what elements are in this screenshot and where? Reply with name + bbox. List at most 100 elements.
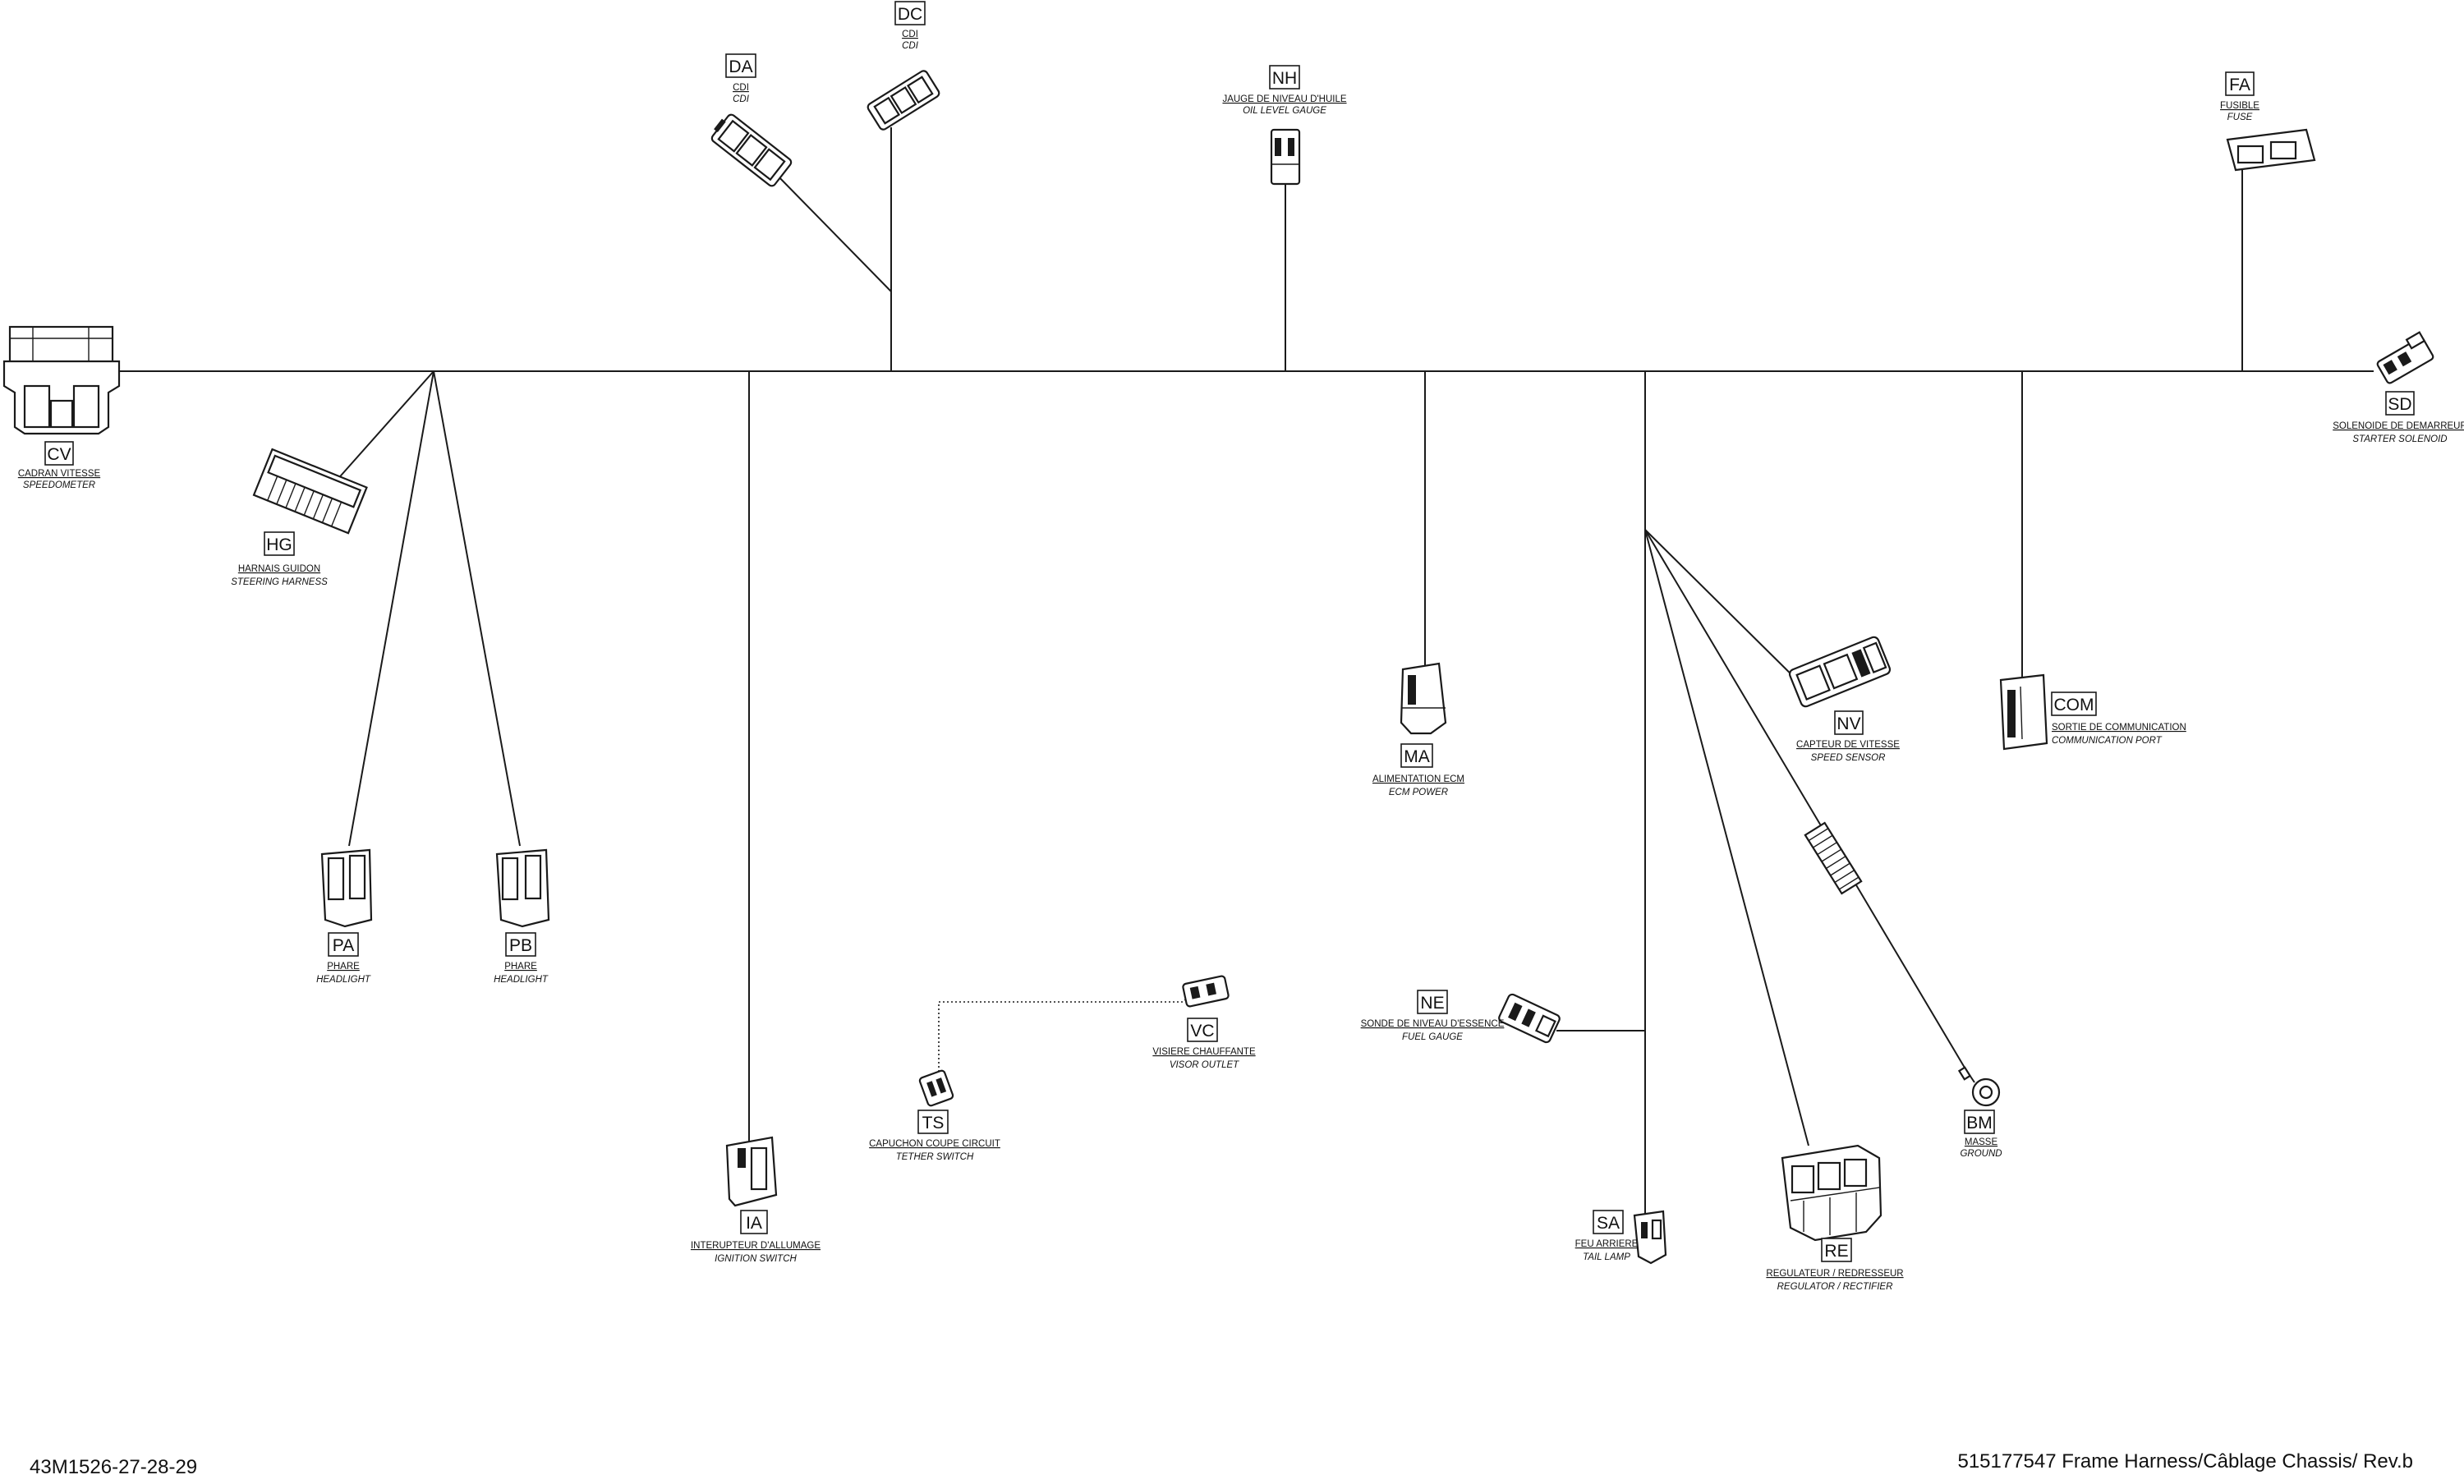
label-bm: BM MASSE GROUND (1960, 1110, 2002, 1159)
fr-da: CDI (733, 83, 749, 93)
en-cv: SPEEDOMETER (23, 480, 95, 490)
drawing-code: 43M1526-27-28-29 (30, 1456, 198, 1478)
hg-steering-harness-connector-icon (252, 448, 368, 535)
code-da: DA (729, 57, 752, 76)
en-hg: STEERING HARNESS (231, 577, 328, 587)
label-dc: DC CDI CDI (894, 1, 926, 51)
dc-cdi-connector-icon (867, 70, 940, 131)
code-nv: NV (1837, 714, 1860, 733)
nh-oil-level-connector-icon (1270, 128, 1301, 186)
fr-sd: SOLENOIDE DE DEMARREUR (2333, 421, 2464, 431)
re-regulator-rectifier-connector-icon (1781, 1144, 1882, 1242)
label-ts: TS CAPUCHON COUPE CIRCUIT TETHER SWITCH (869, 1110, 1000, 1162)
da-cdi-connector-icon (710, 113, 793, 187)
fa-fuse-holder-icon (2226, 128, 2316, 172)
fr-dc: CDI (902, 30, 918, 39)
label-re: RE REGULATEUR / REDRESSEUR REGULATOR / R… (1766, 1238, 1904, 1292)
pa-headlight-connector-icon (320, 848, 373, 928)
en-com: COMMUNICATION PORT (2052, 736, 2163, 746)
code-pa: PA (333, 936, 354, 955)
fr-ne: SONDE DE NIVEAU D'ESSENCE (1361, 1019, 1505, 1029)
en-bm: GROUND (1960, 1149, 2002, 1159)
fr-ts: CAPUCHON COUPE CIRCUIT (869, 1139, 1000, 1149)
en-sa: TAIL LAMP (1583, 1252, 1630, 1262)
fr-hg: HARNAIS GUIDON (238, 564, 320, 574)
en-re: REGULATOR / RECTIFIER (1777, 1282, 1893, 1292)
label-ne: NE SONDE DE NIVEAU D'ESSENCE FUEL GAUGE (1361, 990, 1505, 1042)
fr-re: REGULATEUR / REDRESSEUR (1766, 1269, 1903, 1279)
fr-ma: ALIMENTATION ECM (1372, 774, 1464, 784)
vc-visor-outlet-connector-icon (1182, 975, 1230, 1008)
label-hg: HG HARNAIS GUIDON STEERING HARNESS (231, 531, 328, 587)
sa-tail-lamp-connector-icon (1633, 1210, 1667, 1265)
wire-da (771, 169, 892, 292)
fr-pb: PHARE (504, 962, 537, 972)
com-communication-port-connector-icon (1999, 673, 2048, 751)
en-ts: TETHER SWITCH (896, 1152, 974, 1162)
fr-sa: FEU ARRIERE (1575, 1239, 1639, 1249)
ia-ignition-switch-connector-icon (725, 1136, 778, 1207)
fr-com: SORTIE DE COMMUNICATION (2052, 723, 2186, 733)
code-re: RE (1824, 1242, 1848, 1261)
code-ma: MA (1404, 747, 1430, 766)
wire-nv (1644, 529, 1812, 695)
label-sa: SA FEU ARRIERE TAIL LAMP (1575, 1210, 1639, 1262)
code-vc: VC (1190, 1022, 1214, 1041)
label-sd: SD SOLENOIDE DE DEMARREUR STARTER SOLENO… (2333, 391, 2464, 444)
en-fa: FUSE (2227, 113, 2253, 122)
code-sd: SD (2388, 395, 2411, 414)
en-ne: FUEL GAUGE (1402, 1032, 1463, 1042)
code-bm: BM (1966, 1114, 1993, 1133)
code-ne: NE (1420, 994, 1444, 1013)
label-nv: NV CAPTEUR DE VITESSE SPEED SENSOR (1796, 710, 1900, 763)
en-nv: SPEED SENSOR (1811, 753, 1886, 763)
pb-headlight-connector-icon (495, 848, 550, 928)
wire-pa (348, 370, 434, 847)
ne-fuel-gauge-connector-icon (1498, 993, 1561, 1044)
label-da: DA CDI CDI (725, 53, 756, 104)
code-cv: CV (47, 445, 71, 464)
en-sd: STARTER SOLENOID (2352, 434, 2447, 444)
fr-cv: CADRAN VITESSE (18, 469, 101, 479)
en-da: CDI (733, 94, 750, 104)
wire-hg (328, 370, 434, 490)
fr-ia: INTERUPTEUR D'ALLUMAGE (691, 1241, 821, 1251)
en-vc: VISOR OUTLET (1170, 1060, 1239, 1070)
code-fa: FA (2229, 76, 2250, 94)
code-com: COM (2054, 696, 2094, 714)
sd-starter-solenoid-connector-icon (2376, 331, 2434, 384)
wire-ts-vc (938, 995, 1190, 1076)
wire-pb (433, 370, 521, 847)
bm-ground-terminal-icon (1957, 1066, 2001, 1107)
cv-speedometer-connector-icon (2, 325, 121, 435)
fr-nh: JAUGE DE NIVEAU D'HUILE (1222, 94, 1346, 104)
label-nh: NH JAUGE DE NIVEAU D'HUILE OIL LEVEL GAU… (1222, 65, 1347, 116)
fr-nv: CAPTEUR DE VITESSE (1796, 740, 1900, 750)
label-vc: VC VISIERE CHAUFFANTE VISOR OUTLET (1152, 1018, 1256, 1070)
wire-re (1644, 529, 1809, 1146)
wire-bm (1644, 529, 1965, 1068)
code-ia: IA (746, 1214, 762, 1233)
en-nh: OIL LEVEL GAUGE (1243, 106, 1326, 116)
fr-fa: FUSIBLE (2220, 101, 2259, 111)
harness-wires (115, 127, 2374, 1232)
en-dc: CDI (902, 41, 919, 51)
code-hg: HG (266, 535, 292, 554)
en-ia: IGNITION SWITCH (715, 1254, 797, 1264)
ma-ecm-power-connector-icon (1400, 662, 1447, 735)
label-ma: MA ALIMENTATION ECM ECM POWER (1372, 743, 1464, 797)
en-pa: HEADLIGHT (316, 975, 371, 985)
drawing-title: 515177547 Frame Harness/Câblage Chassis/… (1957, 1450, 2413, 1473)
fr-vc: VISIERE CHAUFFANTE (1152, 1047, 1256, 1057)
label-com: COM SORTIE DE COMMUNICATION COMMUNICATIO… (2051, 691, 2186, 746)
code-dc: DC (898, 5, 922, 24)
en-ma: ECM POWER (1389, 788, 1448, 797)
code-ts: TS (922, 1114, 945, 1133)
code-pb: PB (509, 936, 532, 955)
label-pa: PA PHARE HEADLIGHT (316, 932, 371, 985)
fr-bm: MASSE (1965, 1137, 1998, 1147)
code-sa: SA (1597, 1214, 1620, 1233)
label-pb: PB PHARE HEADLIGHT (494, 932, 549, 985)
label-fa: FA FUSIBLE FUSE (2220, 71, 2259, 122)
